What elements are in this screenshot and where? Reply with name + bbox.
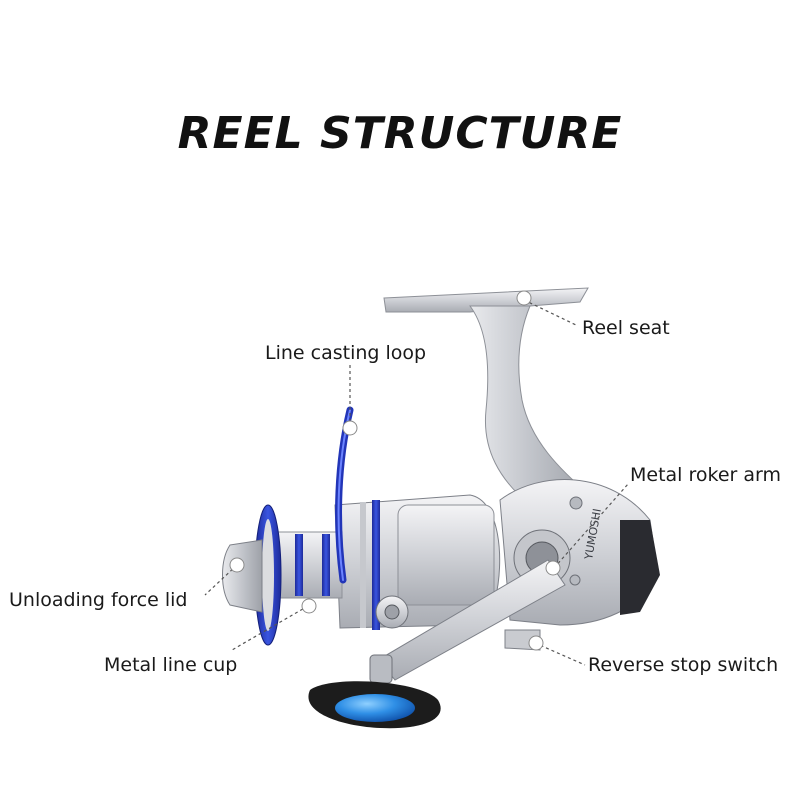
drag-knob [222, 539, 263, 613]
handle-knob [308, 681, 441, 729]
label-reverse-stop-switch: Reverse stop switch [588, 654, 779, 676]
label-unloading-force-lid: Unloading force lid [9, 589, 188, 611]
marker-reverse-stop-switch [528, 635, 544, 651]
marker-metal-roker-arm [545, 560, 561, 576]
reel-seat-part [383, 287, 592, 506]
spool [254, 504, 343, 646]
marker-metal-line-cup [301, 598, 317, 614]
marker-dots [229, 290, 561, 651]
bail-arm [335, 406, 409, 629]
marker-unloading-force-lid [229, 557, 245, 573]
label-reel-seat: Reel seat [582, 317, 670, 339]
marker-reel-seat [516, 290, 532, 306]
marker-line-casting-loop [342, 420, 358, 436]
page-title: REEL STRUCTURE [177, 108, 623, 159]
label-line-casting-loop: Line casting loop [265, 342, 427, 364]
label-metal-line-cup: Metal line cup [104, 654, 238, 676]
rotor [334, 494, 501, 630]
label-metal-roker-arm: Metal roker arm [630, 464, 782, 486]
